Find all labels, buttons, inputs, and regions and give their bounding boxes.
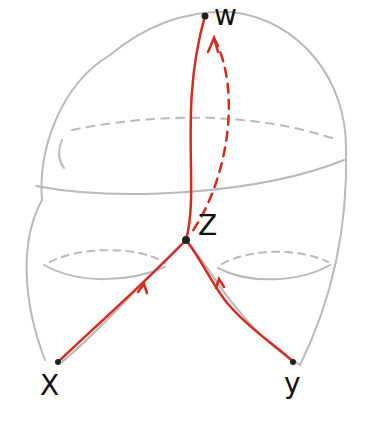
point-label: w — [214, 2, 237, 30]
path-w-z-back — [192, 38, 229, 232]
point-label: y — [284, 370, 301, 398]
saddle-edge — [62, 240, 300, 365]
point-dot — [290, 359, 296, 365]
path-z-y — [186, 240, 293, 362]
point-dot — [182, 236, 190, 244]
belt-back — [72, 118, 338, 140]
right-ring-front — [218, 265, 330, 279]
left-ring-front — [44, 265, 165, 279]
arrow-mark — [138, 284, 147, 293]
point-label: X — [40, 372, 59, 400]
point-dot — [55, 359, 61, 365]
right-ring-back — [222, 252, 328, 264]
left-ring-back — [50, 250, 165, 263]
surface-outline — [27, 12, 347, 365]
point-label: Z — [198, 212, 217, 240]
arrow-mark — [216, 279, 224, 288]
path-x-z — [58, 240, 186, 362]
arrow-mark — [208, 38, 218, 52]
belt-side — [59, 140, 64, 168]
point-dot — [202, 13, 209, 20]
path-z-w — [186, 16, 205, 240]
